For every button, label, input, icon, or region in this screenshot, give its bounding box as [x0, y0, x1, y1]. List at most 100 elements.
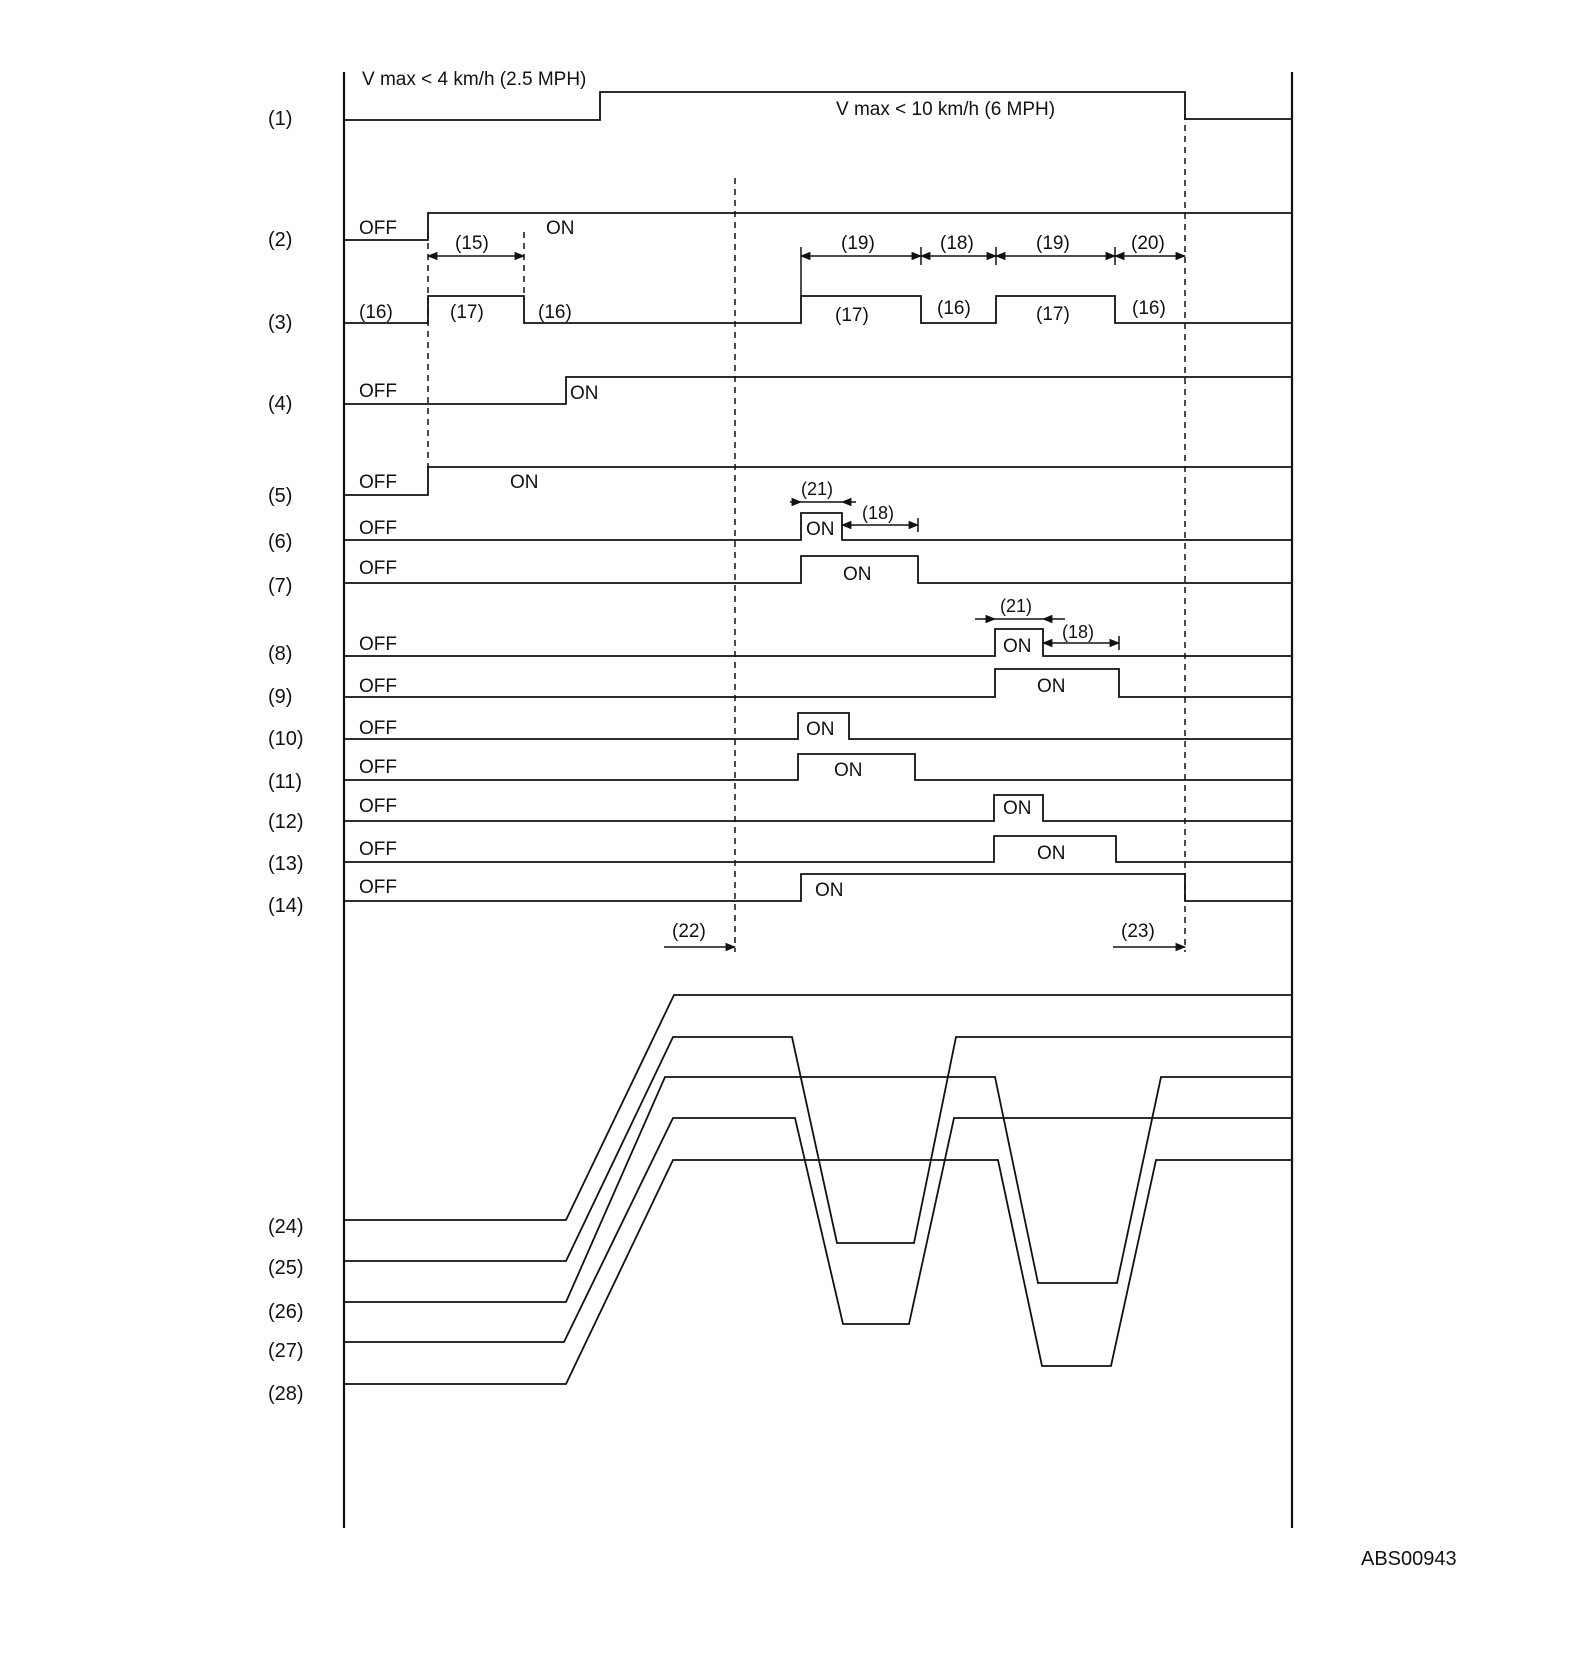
row-1-speed: V max < 4 km/h (2.5 MPH) V max < 10 km/h… — [344, 69, 1292, 121]
row-14-on-label: ON — [815, 880, 844, 901]
row-1-low-speed-label: V max < 4 km/h (2.5 MPH) — [362, 69, 586, 90]
trace-25 — [344, 1036, 1292, 1262]
row-labels: (1) (2) (3) (4) (5) (6) (7) (8) (9) (10)… — [268, 108, 304, 1405]
row-label-6: (6) — [268, 531, 292, 553]
row-label-12: (12) — [268, 811, 304, 833]
row-2-trace — [344, 212, 1292, 241]
interval-15-label: (15) — [455, 233, 489, 254]
row-8-interval-21-label: (21) — [1000, 596, 1032, 616]
row-13: OFF ON — [344, 835, 1292, 864]
trace-24 — [344, 994, 1292, 1221]
row-11-off-label: OFF — [359, 757, 397, 778]
row-3: (16) (17) (16) (17) (16) (17) (16) — [344, 295, 1292, 326]
row-label-13: (13) — [268, 853, 304, 875]
row-4-trace — [344, 376, 1292, 405]
row-3-phase-16d: (16) — [1132, 298, 1166, 319]
row-2-on-label: ON — [546, 218, 575, 239]
row-12-off-label: OFF — [359, 796, 397, 817]
interval-19b-label: (19) — [1036, 233, 1070, 254]
row-3-trace — [344, 295, 1292, 324]
reference-label-23: (23) — [1121, 921, 1155, 942]
row-9: OFF ON — [344, 668, 1292, 698]
row-label-7: (7) — [268, 575, 292, 597]
figure-code: ABS00943 — [1361, 1548, 1457, 1570]
row-5-off-label: OFF — [359, 472, 397, 493]
row-label-3: (3) — [268, 312, 292, 334]
row-3-phase-17c: (17) — [1036, 304, 1070, 325]
row-12-trace — [344, 794, 1292, 822]
row-11-on-label: ON — [834, 760, 863, 781]
row-3-phase-16b: (16) — [538, 302, 572, 323]
row-4-off-label: OFF — [359, 381, 397, 402]
row-6-trace — [344, 512, 1292, 541]
row-7: OFF ON — [344, 555, 1292, 585]
row-6-interval-18-label: (18) — [862, 503, 894, 523]
row-7-on-label: ON — [843, 564, 872, 585]
row-label-9: (9) — [268, 686, 292, 708]
row-label-2: (2) — [268, 229, 292, 251]
row-8: OFF ON (21) (18) — [344, 596, 1292, 657]
row-8-off-label: OFF — [359, 634, 397, 655]
row-11: OFF ON — [344, 753, 1292, 781]
row-11-trace — [344, 753, 1292, 781]
row-10-off-label: OFF — [359, 718, 397, 739]
row-label-27: (27) — [268, 1340, 304, 1362]
row-label-26: (26) — [268, 1301, 304, 1323]
row-9-on-label: ON — [1037, 676, 1066, 697]
row-14-off-label: OFF — [359, 877, 397, 898]
interval-18a-label: (18) — [940, 233, 974, 254]
row-7-trace — [344, 555, 1292, 584]
row-14: OFF ON — [344, 873, 1292, 902]
row-2-off-label: OFF — [359, 218, 397, 239]
row-4-on-label: ON — [570, 383, 599, 404]
row-label-28: (28) — [268, 1383, 304, 1405]
row-label-25: (25) — [268, 1257, 304, 1279]
row-label-10: (10) — [268, 728, 304, 750]
row-9-trace — [344, 668, 1292, 698]
row-6-on-label: ON — [806, 519, 835, 540]
row-5-trace — [344, 466, 1292, 496]
row-10: OFF ON — [344, 712, 1292, 740]
row-8-trace — [344, 628, 1292, 657]
row-1-trace — [344, 91, 1292, 121]
interval-arrows-row-3: (15) (19) (18) (19) (20) — [426, 233, 1187, 296]
analog-traces — [344, 994, 1292, 1385]
row-6-interval-21-label: (21) — [801, 479, 833, 499]
row-12: OFF ON — [344, 794, 1292, 822]
row-label-5: (5) — [268, 485, 292, 507]
row-6-off-label: OFF — [359, 518, 397, 539]
row-1-high-speed-label: V max < 10 km/h (6 MPH) — [836, 99, 1055, 120]
row-7-off-label: OFF — [359, 558, 397, 579]
row-12-on-label: ON — [1003, 798, 1032, 819]
trace-26 — [344, 1076, 1292, 1303]
reference-markers: (22) (23) — [664, 921, 1187, 952]
row-8-on-label: ON — [1003, 636, 1032, 657]
row-5: OFF ON — [344, 466, 1292, 496]
row-4: OFF ON — [344, 376, 1292, 405]
row-5-on-label: ON — [510, 472, 539, 493]
trace-27 — [344, 1117, 1292, 1343]
row-label-8: (8) — [268, 643, 292, 665]
row-8-interval-18-label: (18) — [1062, 622, 1094, 642]
row-13-trace — [344, 835, 1292, 863]
trace-28 — [344, 1159, 1292, 1385]
row-13-off-label: OFF — [359, 839, 397, 860]
row-label-14: (14) — [268, 895, 304, 917]
row-14-trace — [344, 873, 1292, 902]
row-label-11: (11) — [268, 771, 302, 793]
row-2: OFF ON — [344, 212, 1292, 241]
row-3-phase-17a: (17) — [450, 302, 484, 323]
interval-19a-label: (19) — [841, 233, 875, 254]
row-10-trace — [344, 712, 1292, 740]
row-3-phase-16a: (16) — [359, 302, 393, 323]
row-9-off-label: OFF — [359, 676, 397, 697]
row-13-on-label: ON — [1037, 843, 1066, 864]
row-label-4: (4) — [268, 393, 292, 415]
row-label-24: (24) — [268, 1216, 304, 1238]
row-6: OFF ON (21) (18) — [344, 479, 1292, 541]
row-10-on-label: ON — [806, 719, 835, 740]
reference-label-22: (22) — [672, 921, 706, 942]
row-3-phase-17b: (17) — [835, 305, 869, 326]
row-label-1: (1) — [268, 108, 292, 130]
